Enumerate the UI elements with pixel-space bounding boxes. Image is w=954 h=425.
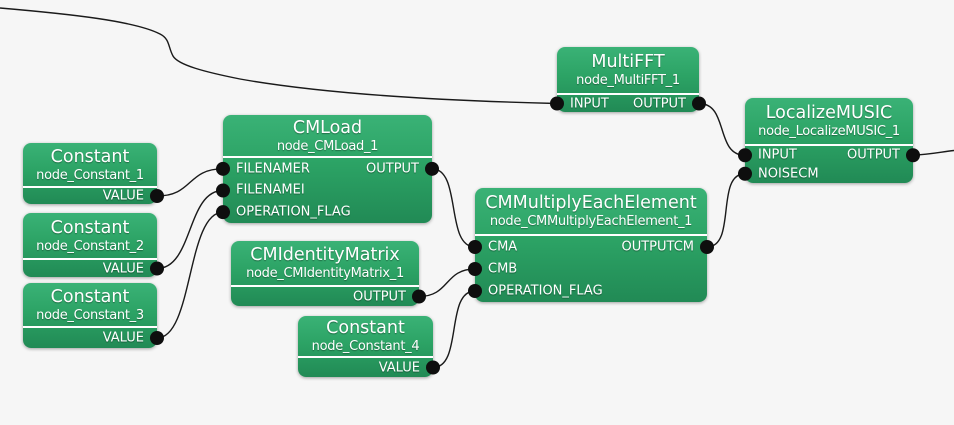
port-localizemusic-input[interactable] [738,148,752,163]
port-cmload-operation_flag[interactable] [216,205,230,220]
port-row: CMB [475,258,707,280]
node-instance-name: node_LocalizeMUSIC_1 [758,124,900,139]
input-port-label: OPERATION_FLAG [488,283,603,299]
port-constant2-value[interactable] [150,261,164,276]
wire-multifft-output-to-localizemusic-input[interactable] [698,102,746,156]
port-cmmultiply-outputcm[interactable] [700,240,714,254]
node-type-title: CMMultiplyEachElement [485,193,697,213]
port-cmmultiply-cma[interactable] [468,240,482,254]
output-port-label: VALUE [102,261,144,276]
port-row: INPUT OUTPUT [745,146,913,165]
input-port-label: FILENAMER [236,161,310,177]
input-port-label: INPUT [570,96,609,111]
port-row: OPERATION_FLAG [223,201,432,223]
input-port-label: FILENAMEI [236,182,305,198]
port-cmmultiply-operation_flag[interactable] [468,284,482,298]
port-row: FILENAMER OUTPUT [223,158,432,180]
port-cmmultiply-cmb[interactable] [468,262,482,276]
node-type-title: Constant [50,217,130,238]
node-type-title: Constant [326,318,405,338]
port-row: NOISECM [745,165,913,184]
port-multifft-input[interactable] [550,96,564,111]
port-cmidentity-output[interactable] [412,289,426,304]
node-instance-name: node_CMMultiplyEachElement_1 [489,214,693,229]
output-port-label: VALUE [102,188,144,204]
output-port-label: OUTPUT [847,147,900,163]
wire-cmidentity-output-to-cmmultiply-cmb[interactable] [418,268,476,298]
wire-constant4-value-to-cmmultiply-operation-flag[interactable] [432,290,476,369]
input-port-label: OPERATION_FLAG [236,204,351,220]
wire-constant3-value-to-cmload-operation-flag[interactable] [156,211,224,339]
wire-cmload-output-to-cmmultiply-cma[interactable] [431,168,476,248]
node-type-title: MultiFFT [591,52,665,72]
port-row: OPERATION_FLAG [475,280,707,302]
node-type-title: Constant [50,286,130,307]
port-cmload-output[interactable] [425,161,439,176]
node-type-title: CMIdentityMatrix [250,245,400,265]
output-port-label: OUTPUTCM [621,239,694,255]
port-constant1-value[interactable] [150,189,164,203]
node-instance-name: node_CMIdentityMatrix_1 [246,266,404,281]
port-row: VALUE [23,328,157,348]
node-instance-name: node_Constant_1 [36,167,144,183]
node-instance-name: node_Constant_3 [36,307,144,323]
output-port-label: OUTPUT [633,96,686,111]
input-port-label: NOISECM [758,166,819,182]
wire-constant1-value-to-cmload-filenamer[interactable] [156,168,224,197]
port-multifft-output[interactable] [692,96,706,111]
port-row: VALUE [23,260,157,277]
port-constant4-value[interactable] [426,360,440,375]
node-instance-name: node_MultiFFT_1 [576,73,680,88]
wire-constant2-value-to-cmload-filenamei[interactable] [156,189,224,270]
port-cmload-filenamei[interactable] [216,183,230,198]
port-row: OUTPUT [231,287,419,306]
port-localizemusic-output[interactable] [906,148,920,163]
port-row: CMA OUTPUTCM [475,236,707,258]
node-type-title: CMLoad [292,117,363,138]
node-instance-name: node_CMLoad_1 [276,138,379,154]
wire-offscreen-to-multifft-input[interactable] [0,7,558,105]
port-row: VALUE [23,188,157,204]
output-port-label: OUTPUT [353,289,406,304]
output-port-label: VALUE [378,360,420,375]
input-port-label: CMA [488,239,518,255]
node-type-title: Constant [50,146,130,167]
node-instance-name: node_Constant_2 [36,238,144,254]
output-port-label: VALUE [102,330,144,346]
node-type-title: LocalizeMUSIC [765,103,893,123]
wire-cmmultiply-outputcm-to-localizemusic-noisecm[interactable] [706,173,746,248]
port-constant3-value[interactable] [150,331,164,345]
port-row: VALUE [298,358,433,377]
port-row: FILENAMEI [223,180,432,202]
port-localizemusic-noisecm[interactable] [738,166,752,181]
port-row: INPUT OUTPUT [557,95,699,112]
input-port-label: CMB [488,261,518,277]
input-port-label: INPUT [758,147,797,163]
port-cmload-filenamer[interactable] [216,161,230,176]
output-port-label: OUTPUT [366,161,419,177]
node-instance-name: node_Constant_4 [311,339,420,354]
